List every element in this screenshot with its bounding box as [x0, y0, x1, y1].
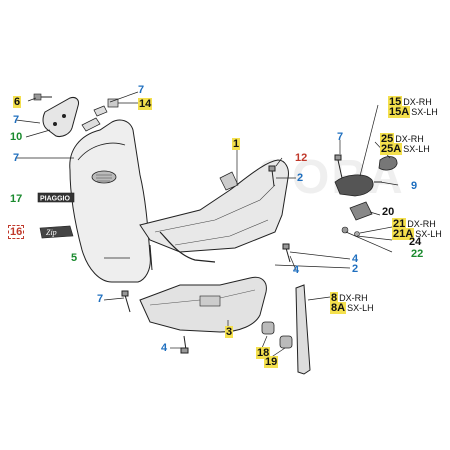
footboard-part [139, 159, 289, 253]
callout-4c: 4 [292, 264, 300, 276]
callout-4a: 4 [351, 253, 359, 265]
callout-14-num: 14 [138, 98, 153, 110]
callout-7e: 7 [336, 131, 344, 143]
leader-lines [15, 91, 399, 359]
callout-8-text: DX-RH [339, 293, 368, 303]
callout-7d: 7 [96, 293, 104, 305]
horn-grille-part [91, 170, 117, 184]
callout-15a-num: 15A [388, 106, 411, 118]
callout-19: 19 [264, 356, 279, 368]
front-shield-part [69, 119, 151, 283]
screw-part-6 [33, 93, 52, 101]
callout-21-text: DX-RH [407, 219, 436, 229]
callout-7d-num: 7 [97, 293, 104, 305]
callout-5-num: 5 [71, 252, 78, 264]
callout-2b-num: 2 [352, 263, 359, 275]
callout-3-num: 3 [225, 326, 234, 338]
callout-12: 12 [294, 152, 308, 164]
callout-20-num: 20 [382, 206, 395, 218]
callout-22: 22 [410, 248, 424, 260]
callout-8a-text: SX-LH [347, 303, 374, 313]
callout-21a-num: 21A [392, 228, 415, 240]
footrest-part [334, 174, 374, 197]
badge-part: Zip [39, 225, 74, 239]
callout-7b: 7 [12, 114, 20, 126]
screws [121, 154, 382, 354]
callout-4b: 4 [160, 342, 168, 354]
callout-15-num: 15 [388, 96, 403, 108]
callout-7b-num: 7 [13, 114, 20, 126]
callout-5: 5 [70, 252, 78, 264]
callout-6-num: 6 [13, 96, 22, 108]
callout-8a-num: 8A [330, 302, 347, 314]
callout-7e-num: 7 [337, 131, 344, 143]
side-strip-part [295, 284, 311, 375]
emblem-label: PIAGGIO [40, 196, 71, 203]
callout-22-num: 22 [411, 248, 424, 260]
cap-part [378, 156, 398, 171]
callout-9: 9 [410, 180, 418, 192]
callout-4c-num: 4 [293, 264, 300, 276]
callout-4b-num: 4 [161, 342, 168, 354]
callout-4a-num: 4 [352, 253, 359, 265]
rubber-part-18 [261, 321, 275, 335]
callout-2b: 2 [351, 263, 359, 275]
rubber-part-19 [279, 335, 293, 349]
callout-21-num: 21 [392, 218, 407, 230]
callout-24-num: 24 [409, 236, 422, 248]
callout-16: 16 [8, 225, 25, 239]
callout-10-num: 10 [10, 131, 23, 143]
callout-8-num: 8 [330, 292, 339, 304]
callout-7c-num: 7 [13, 152, 20, 164]
callout-15-text: DX-RH [403, 97, 432, 107]
badge-label: Zip [46, 228, 57, 237]
clip-part-14 [107, 98, 119, 108]
callout-25a-text: SX-LH [403, 144, 430, 154]
callout-1-num: 1 [232, 138, 241, 150]
emblem-part: PIAGGIO [37, 192, 75, 203]
callout-9-num: 9 [411, 180, 418, 192]
callout-6: 6 [13, 96, 22, 108]
callout-7a: 7 [137, 84, 145, 96]
callout-25-num: 25 [380, 133, 395, 145]
callout-7c: 7 [12, 152, 20, 164]
callout-17: 17 [9, 193, 23, 205]
callout-10: 10 [9, 131, 23, 143]
callout-25-text: DX-RH [395, 134, 424, 144]
callout-25a-num: 25A [380, 143, 403, 155]
callout-1: 1 [232, 138, 241, 150]
callout-16-num: 16 [8, 225, 25, 239]
callout-15a-text: SX-LH [411, 107, 438, 117]
callout-21a-text: SX-LH [415, 229, 442, 239]
callout-2a: 2 [296, 172, 304, 184]
callout-2a-num: 2 [297, 172, 304, 184]
callout-17-num: 17 [10, 193, 23, 205]
callout-24: 24 [408, 236, 422, 248]
callout-19-num: 19 [264, 356, 279, 368]
callout-12-num: 12 [295, 152, 308, 164]
horn-cover-part [42, 97, 79, 137]
hinge-part [349, 201, 373, 221]
callout-7a-num: 7 [138, 84, 145, 96]
callout-14: 14 [138, 98, 153, 110]
callout-3: 3 [225, 326, 234, 338]
callout-20: 20 [381, 206, 395, 218]
